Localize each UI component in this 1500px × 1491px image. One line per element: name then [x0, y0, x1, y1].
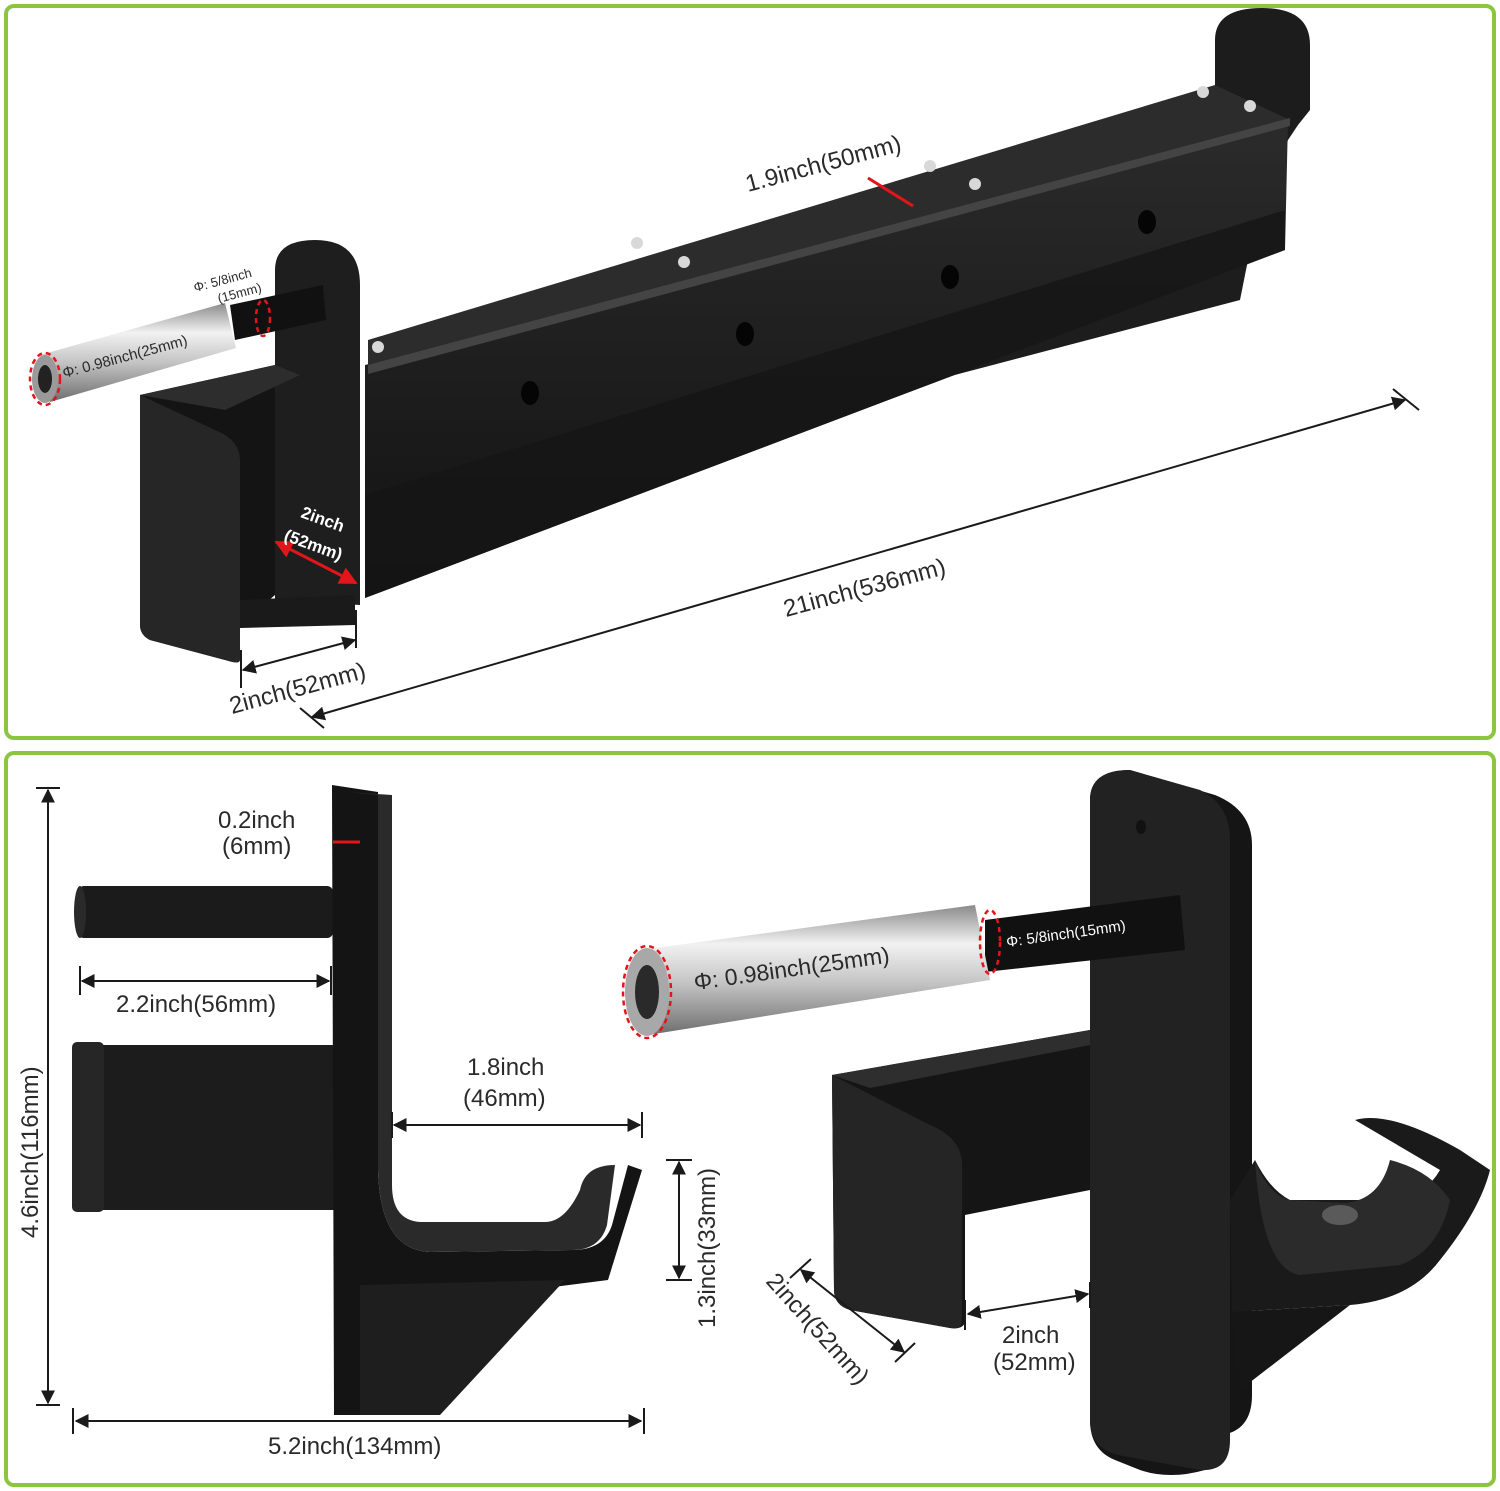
total-height-label: 4.6inch(116mm)	[17, 1066, 44, 1238]
hook-height-label: 1.3inch(33mm)	[694, 1168, 721, 1328]
hook-depth-label-2: (46mm)	[463, 1085, 546, 1112]
length-label: 21inch(536mm)	[781, 554, 949, 623]
plate-thickness-label-1: 0.2inch	[218, 807, 295, 834]
pin-length-label: 2.2inch(56mm)	[116, 991, 276, 1018]
depth-line	[799, 1269, 906, 1353]
spotter-arm	[28, 8, 1310, 663]
gap-label-1: 2inch	[1002, 1322, 1059, 1349]
perspective-view-hook	[621, 770, 1490, 1475]
length-line	[310, 396, 1407, 721]
front-width-label: 2inch(52mm)	[227, 657, 369, 719]
total-width-label: 5.2inch(134mm)	[268, 1433, 441, 1460]
hook-depth-label-1: 1.8inch	[467, 1054, 544, 1081]
plate-thickness-label-2: (6mm)	[222, 833, 291, 860]
top-width-marker	[867, 176, 914, 208]
gap-label-2: (52mm)	[993, 1349, 1076, 1376]
gap-line	[966, 1289, 1090, 1319]
side-view-hook	[72, 785, 642, 1415]
